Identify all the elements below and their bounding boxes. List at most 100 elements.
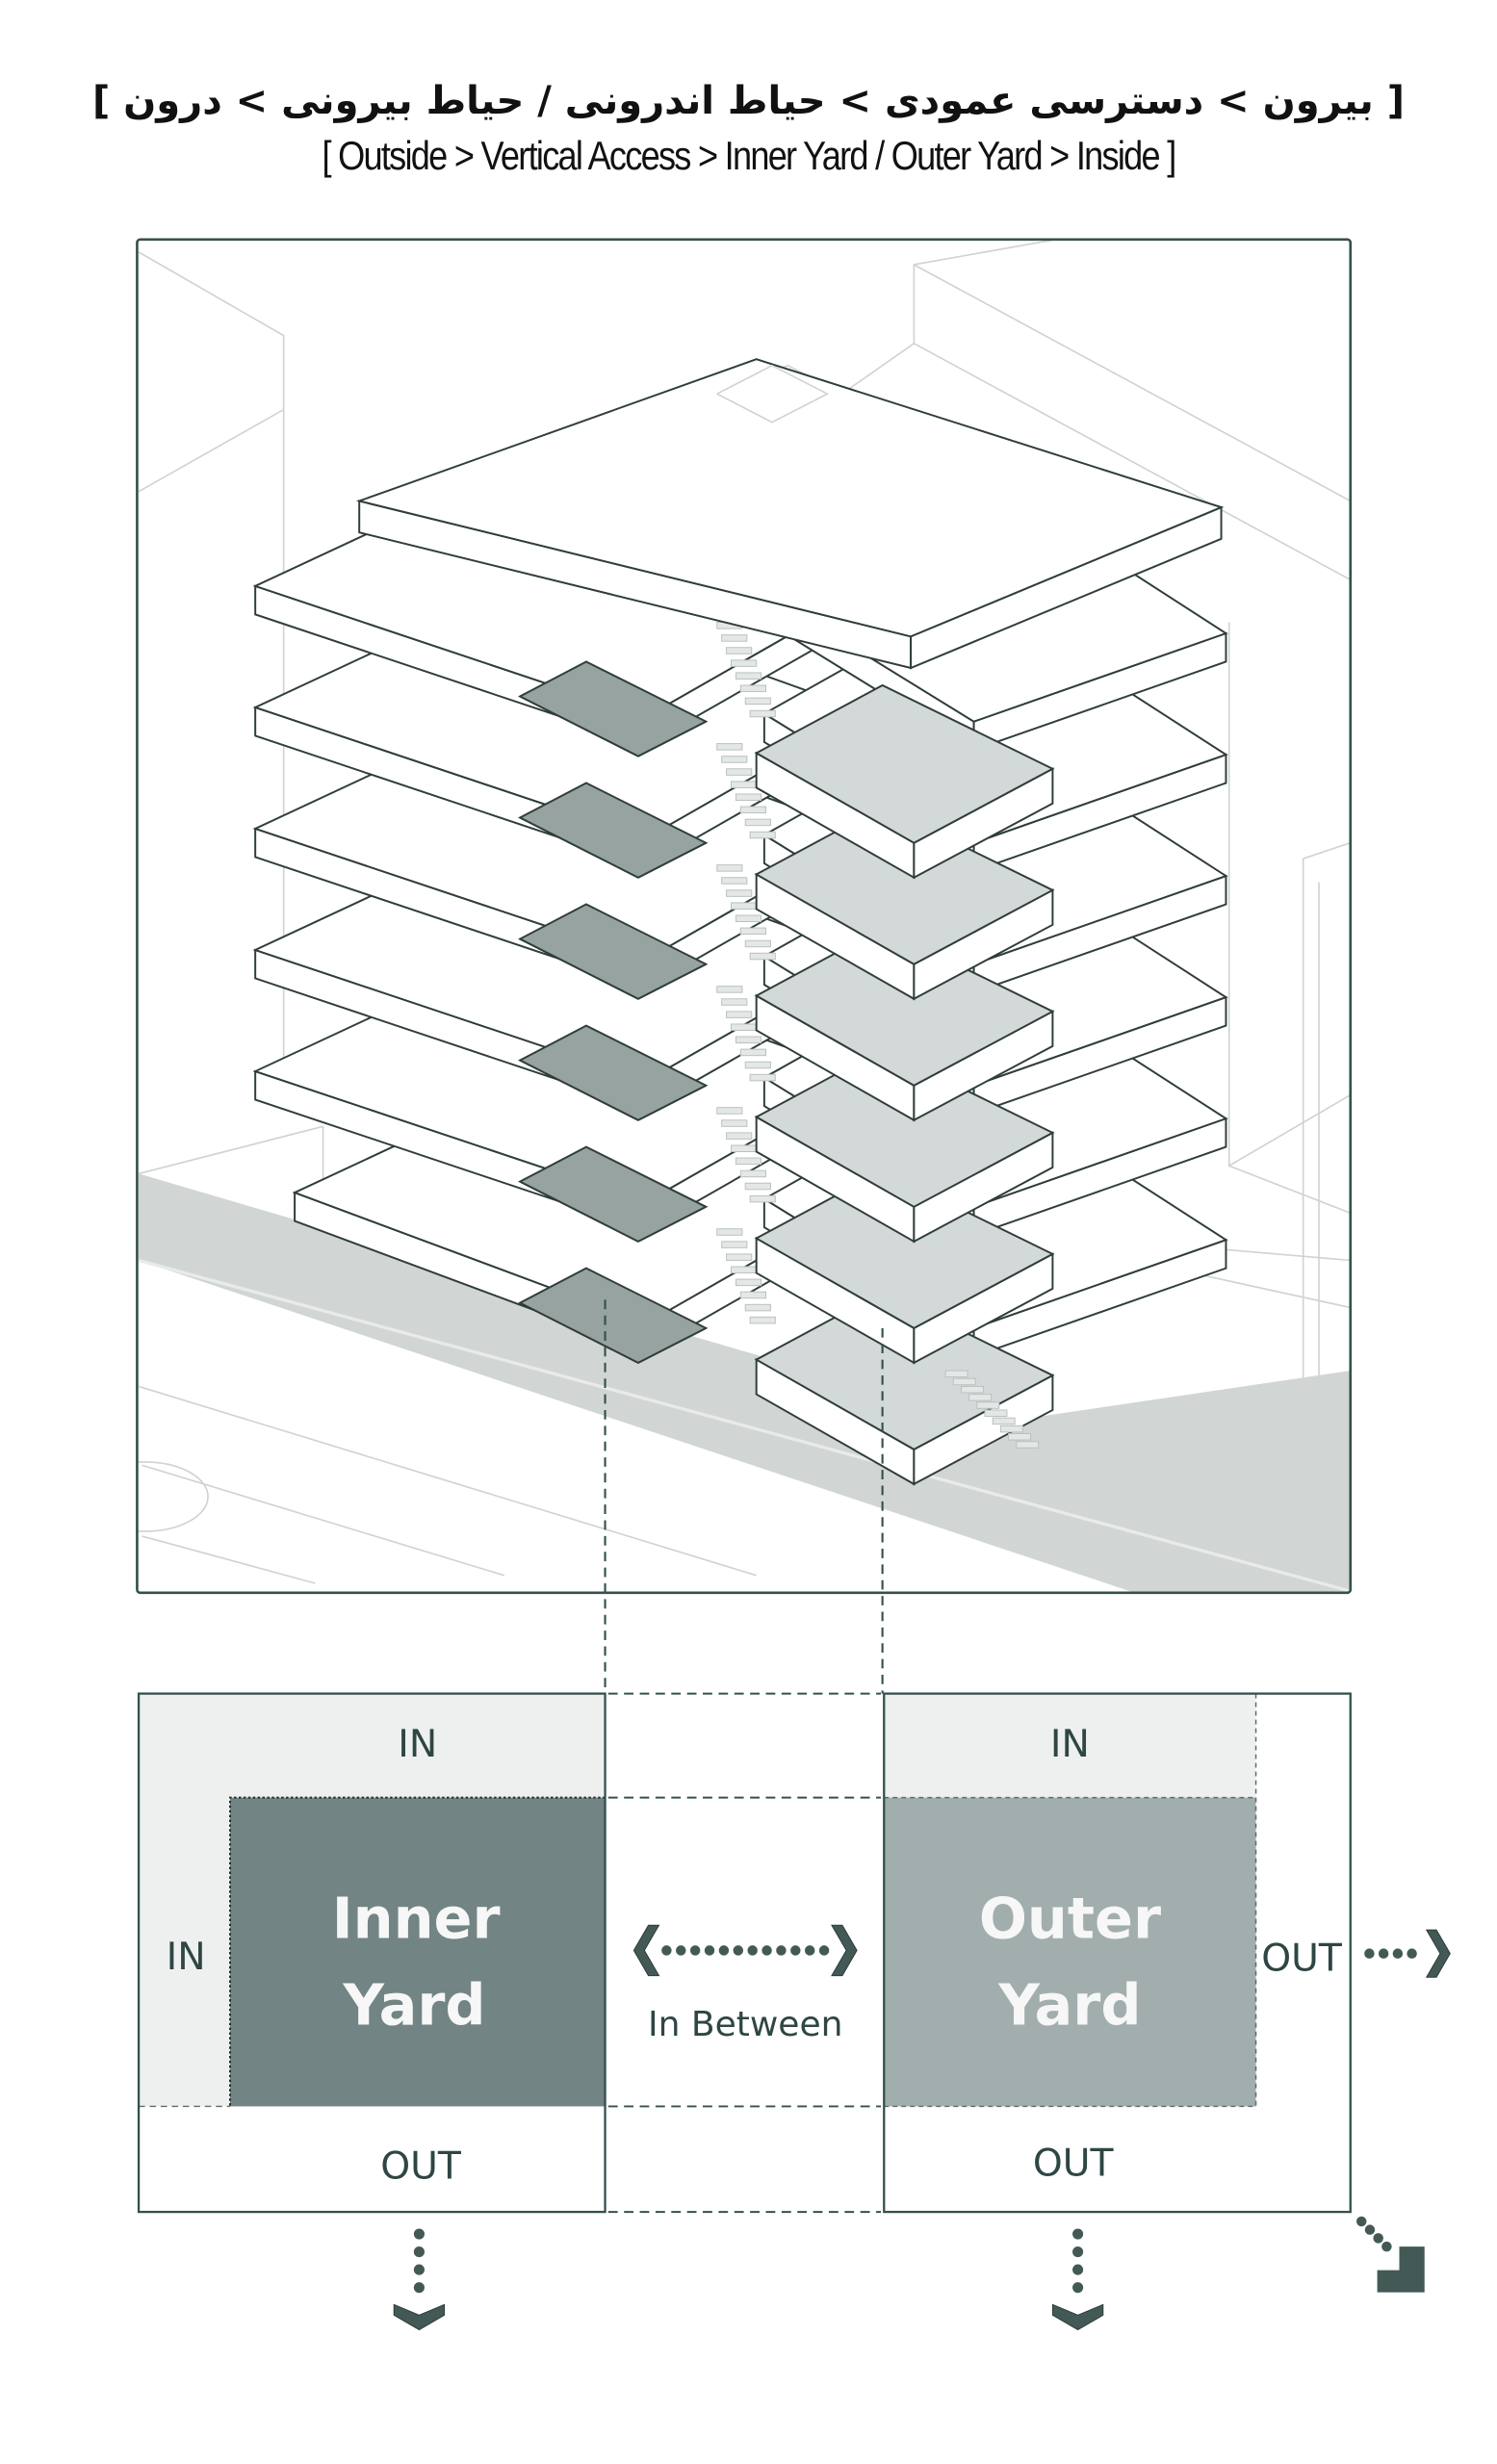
- floor-1-inner-yard-top-face: [518, 660, 709, 757]
- stair-step: [731, 1023, 758, 1031]
- roof-slab: [355, 358, 1225, 670]
- diagonal-arrow-dot: [1364, 2224, 1376, 2235]
- entry-stair-step: [952, 1377, 976, 1386]
- between-arrow-dot: [790, 1945, 801, 1956]
- outer-down-arrow-dot: [1072, 2282, 1084, 2294]
- entry-stair-step: [944, 1370, 968, 1378]
- stair-step: [726, 1011, 753, 1018]
- floor-3-outer-yard-top-face: [754, 926, 1055, 1087]
- outer-bottom-label: OUT: [1033, 2142, 1115, 2185]
- outer-yard-label-1: Outer: [979, 1885, 1161, 1951]
- between-arrow-dot: [804, 1945, 815, 1956]
- floor-4-inner-yard: [518, 1024, 709, 1121]
- between-arrow-dot: [704, 1945, 715, 1956]
- floor-2-inner-yard: [518, 782, 709, 879]
- floor-6-inner-yard-top-face: [518, 1267, 709, 1364]
- stair-step: [749, 952, 776, 961]
- stair-step: [739, 1291, 766, 1299]
- right-out-arrow-dot: [1407, 1948, 1417, 1959]
- context-line: [138, 1125, 323, 1175]
- inner-side-label: IN: [167, 1936, 206, 1979]
- context-line: [138, 1385, 757, 1577]
- entry-stair-step: [968, 1394, 993, 1401]
- stair-step: [731, 902, 758, 910]
- in-between-zone: In Between: [648, 2005, 842, 2044]
- stair-step: [716, 864, 743, 872]
- arrow-diagonal-corner-icon: [1377, 2246, 1425, 2293]
- context-line: [138, 251, 285, 883]
- inner-yard-dotted-border: [229, 1796, 606, 2107]
- arrow-head-right-icon: [831, 1924, 858, 1977]
- floor-3-inner-yard: [518, 903, 709, 1000]
- stair-step: [744, 1061, 771, 1069]
- stair-step: [726, 1253, 753, 1261]
- stair-step: [726, 889, 753, 897]
- context-line: [138, 408, 285, 493]
- inner-down-arrow-dot: [413, 2246, 425, 2258]
- between-arrow-dot: [676, 1945, 686, 1956]
- floor-2-outer-yard: [754, 805, 1055, 1001]
- stair-step: [721, 634, 748, 642]
- stair-step: [735, 793, 762, 801]
- street: [138, 1173, 1351, 1593]
- stair-step: [744, 1303, 771, 1312]
- stair-step: [739, 806, 766, 814]
- inner-down-arrow-dot: [413, 2228, 425, 2240]
- outer-yard-dashed-border: [884, 1693, 1257, 2108]
- between-arrow-dot: [761, 1945, 772, 1956]
- stair-step: [749, 1194, 776, 1203]
- between-arrow-dot: [661, 1945, 672, 1956]
- stair-step: [721, 1119, 748, 1127]
- right-out-arrow-dot: [1364, 1948, 1375, 1959]
- stair-step: [726, 768, 753, 776]
- inner-bottom-label: OUT: [380, 2145, 462, 2189]
- isometric-view: [137, 239, 1351, 1593]
- floor-4-outer-yard: [754, 1048, 1055, 1244]
- roof-skylight: [716, 364, 830, 424]
- floor-6-inner-yard: [518, 1267, 709, 1364]
- context-line: [913, 264, 1351, 502]
- floor-stack: [252, 358, 1228, 1486]
- street-surface: [139, 1173, 1351, 1593]
- floor-1-outer-yard-top-face: [754, 683, 1055, 844]
- stair-step: [735, 914, 762, 923]
- stair-step: [716, 743, 743, 751]
- stair-step: [739, 1048, 766, 1057]
- stair-step: [716, 1228, 743, 1236]
- schema-dashed-connectors: [607, 1692, 881, 2214]
- floor-2-inner-yard-top-face: [518, 782, 709, 879]
- inner-out-zone: [139, 2106, 606, 2213]
- context-plaza-circle: [137, 1461, 209, 1532]
- arrow-down-icon: [1051, 2303, 1104, 2331]
- entry-stair-step: [976, 1401, 1000, 1409]
- diagonal-arrow-dot: [1373, 2233, 1383, 2244]
- floor-5-inner-yard-top-face: [518, 1145, 709, 1243]
- context-line: [913, 239, 1056, 344]
- between-arrow-dot: [818, 1945, 830, 1956]
- outer-side-label: OUT: [1261, 1938, 1343, 1981]
- yard-schema: IN IN OUT Inner Yard In Between IN OUT O…: [137, 1692, 1451, 2331]
- between-arrow-dot: [747, 1945, 758, 1956]
- stair-step: [749, 1073, 776, 1082]
- stair-step: [749, 831, 776, 839]
- floor-5-outer-yard: [754, 1169, 1055, 1365]
- floor-4-outer-yard-top-face: [754, 1048, 1055, 1208]
- entry-stair-step: [960, 1385, 984, 1394]
- between-arrow-dot: [689, 1945, 701, 1956]
- right-out-arrow-dot: [1378, 1948, 1389, 1959]
- outer-in-zone: [884, 1693, 1256, 1798]
- stair-step: [721, 756, 748, 763]
- floor-2-outer-yard-top-face: [754, 805, 1055, 965]
- stair-step: [735, 1036, 762, 1044]
- floor-6-outer-yard: [754, 1291, 1055, 1486]
- stair-step: [744, 697, 771, 706]
- inner-block: IN IN OUT Inner Yard: [137, 1692, 607, 2214]
- outer-down-arrow-dot: [1072, 2228, 1084, 2240]
- projection-lines: [604, 1299, 884, 1694]
- stair-step: [735, 672, 762, 680]
- floor-6-outer-yard-top-face: [754, 1291, 1055, 1451]
- stair-step: [716, 986, 743, 993]
- roof-slab-top-face: [355, 358, 1225, 638]
- stair-step: [731, 1144, 758, 1153]
